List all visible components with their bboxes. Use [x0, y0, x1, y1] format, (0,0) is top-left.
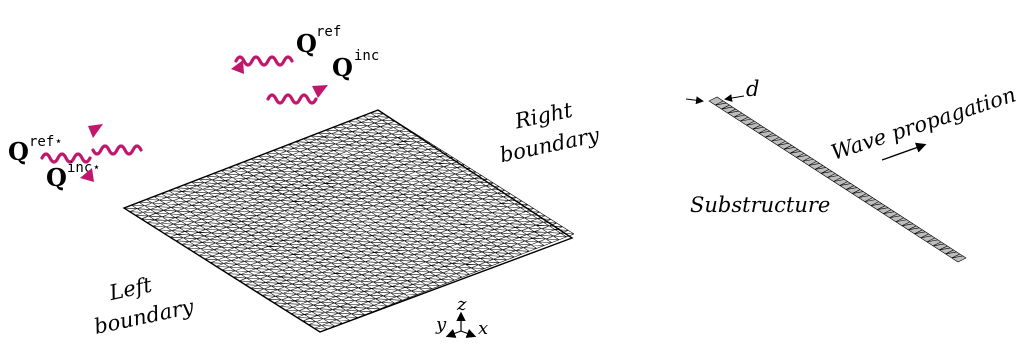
right-boundary-line2: boundary	[498, 123, 603, 168]
axis-triad: z x y	[435, 294, 488, 339]
q-ref-symbol: Q	[296, 29, 317, 58]
left-boundary-label: Left boundary	[92, 273, 197, 339]
thickness-indicator: d	[685, 77, 759, 105]
q-inc-star-superscript: inc⋆	[67, 160, 101, 176]
wave-q-ref-star: Q ref⋆	[8, 124, 103, 166]
propagation-arrow	[881, 142, 927, 161]
q-ref-superscript: ref	[316, 24, 341, 40]
left-boundary-line2: boundary	[92, 294, 197, 339]
right-boundary-line1: Right	[512, 98, 575, 134]
axis-x-label: x	[478, 318, 488, 339]
q-ref-star-symbol: Q	[8, 137, 29, 166]
strip-mesh-lines	[708, 96, 967, 263]
axis-z-label: z	[456, 294, 467, 315]
left-boundary-line1: Left	[106, 273, 154, 306]
thickness-label: d	[746, 77, 759, 101]
wave-q-ref: Q ref	[231, 24, 341, 74]
axis-y-label: y	[435, 314, 447, 335]
plate-mesh	[122, 109, 575, 333]
substructure-strip	[708, 96, 967, 263]
q-inc-symbol: Q	[332, 53, 353, 82]
q-inc-star-symbol: Q	[46, 163, 67, 192]
mesh-outline	[122, 109, 574, 333]
q-inc-superscript: inc	[354, 48, 379, 64]
substructure-label: Substructure	[690, 193, 830, 217]
q-ref-star-superscript: ref⋆	[29, 134, 63, 150]
right-boundary-label: Right boundary	[498, 98, 603, 168]
wave-q-inc: Q inc	[266, 48, 379, 105]
wave-propagation-text: Wave propagation	[828, 82, 1019, 164]
wave-propagation-label: Wave propagation	[828, 82, 1019, 164]
wave-q-inc-star: Q inc⋆	[46, 144, 143, 192]
